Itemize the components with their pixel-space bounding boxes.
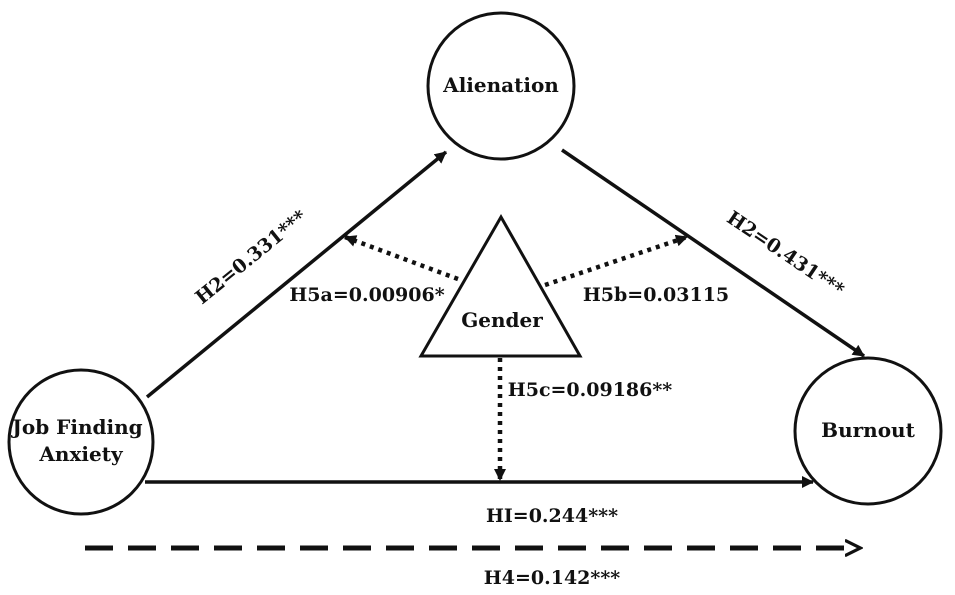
label-burnout: Burnout [821, 418, 915, 442]
label-job-finding-anxiety: Job Finding Anxiety [10, 415, 149, 466]
label-job-finding-line-2: Anxiety [38, 442, 124, 466]
edge-gender-to-h5a [344, 234, 459, 282]
label-h4: H4=0.142*** [484, 567, 620, 589]
node-burnout [793, 356, 943, 506]
edge-alienation-to-burnout [561, 148, 865, 358]
label-h5c: H5c=0.09186** [508, 379, 673, 401]
label-h5a: H5a=0.00906* [289, 284, 444, 306]
node-alienation [426, 11, 576, 161]
label-gender: Gender [461, 308, 543, 332]
label-job-finding-line-1: Job Finding [10, 415, 142, 439]
node-job-finding-anxiety [7, 368, 155, 516]
edge-anxiety-to-alienation [145, 150, 448, 399]
label-h5b: H5b=0.03115 [583, 284, 729, 306]
edge-gender-to-h5b [544, 234, 688, 288]
node-gender [418, 213, 583, 358]
label-h1: HI=0.244*** [486, 505, 618, 527]
label-h2-alienation-burnout: H2=0.431*** [723, 207, 848, 302]
label-alienation: Alienation [442, 73, 559, 97]
